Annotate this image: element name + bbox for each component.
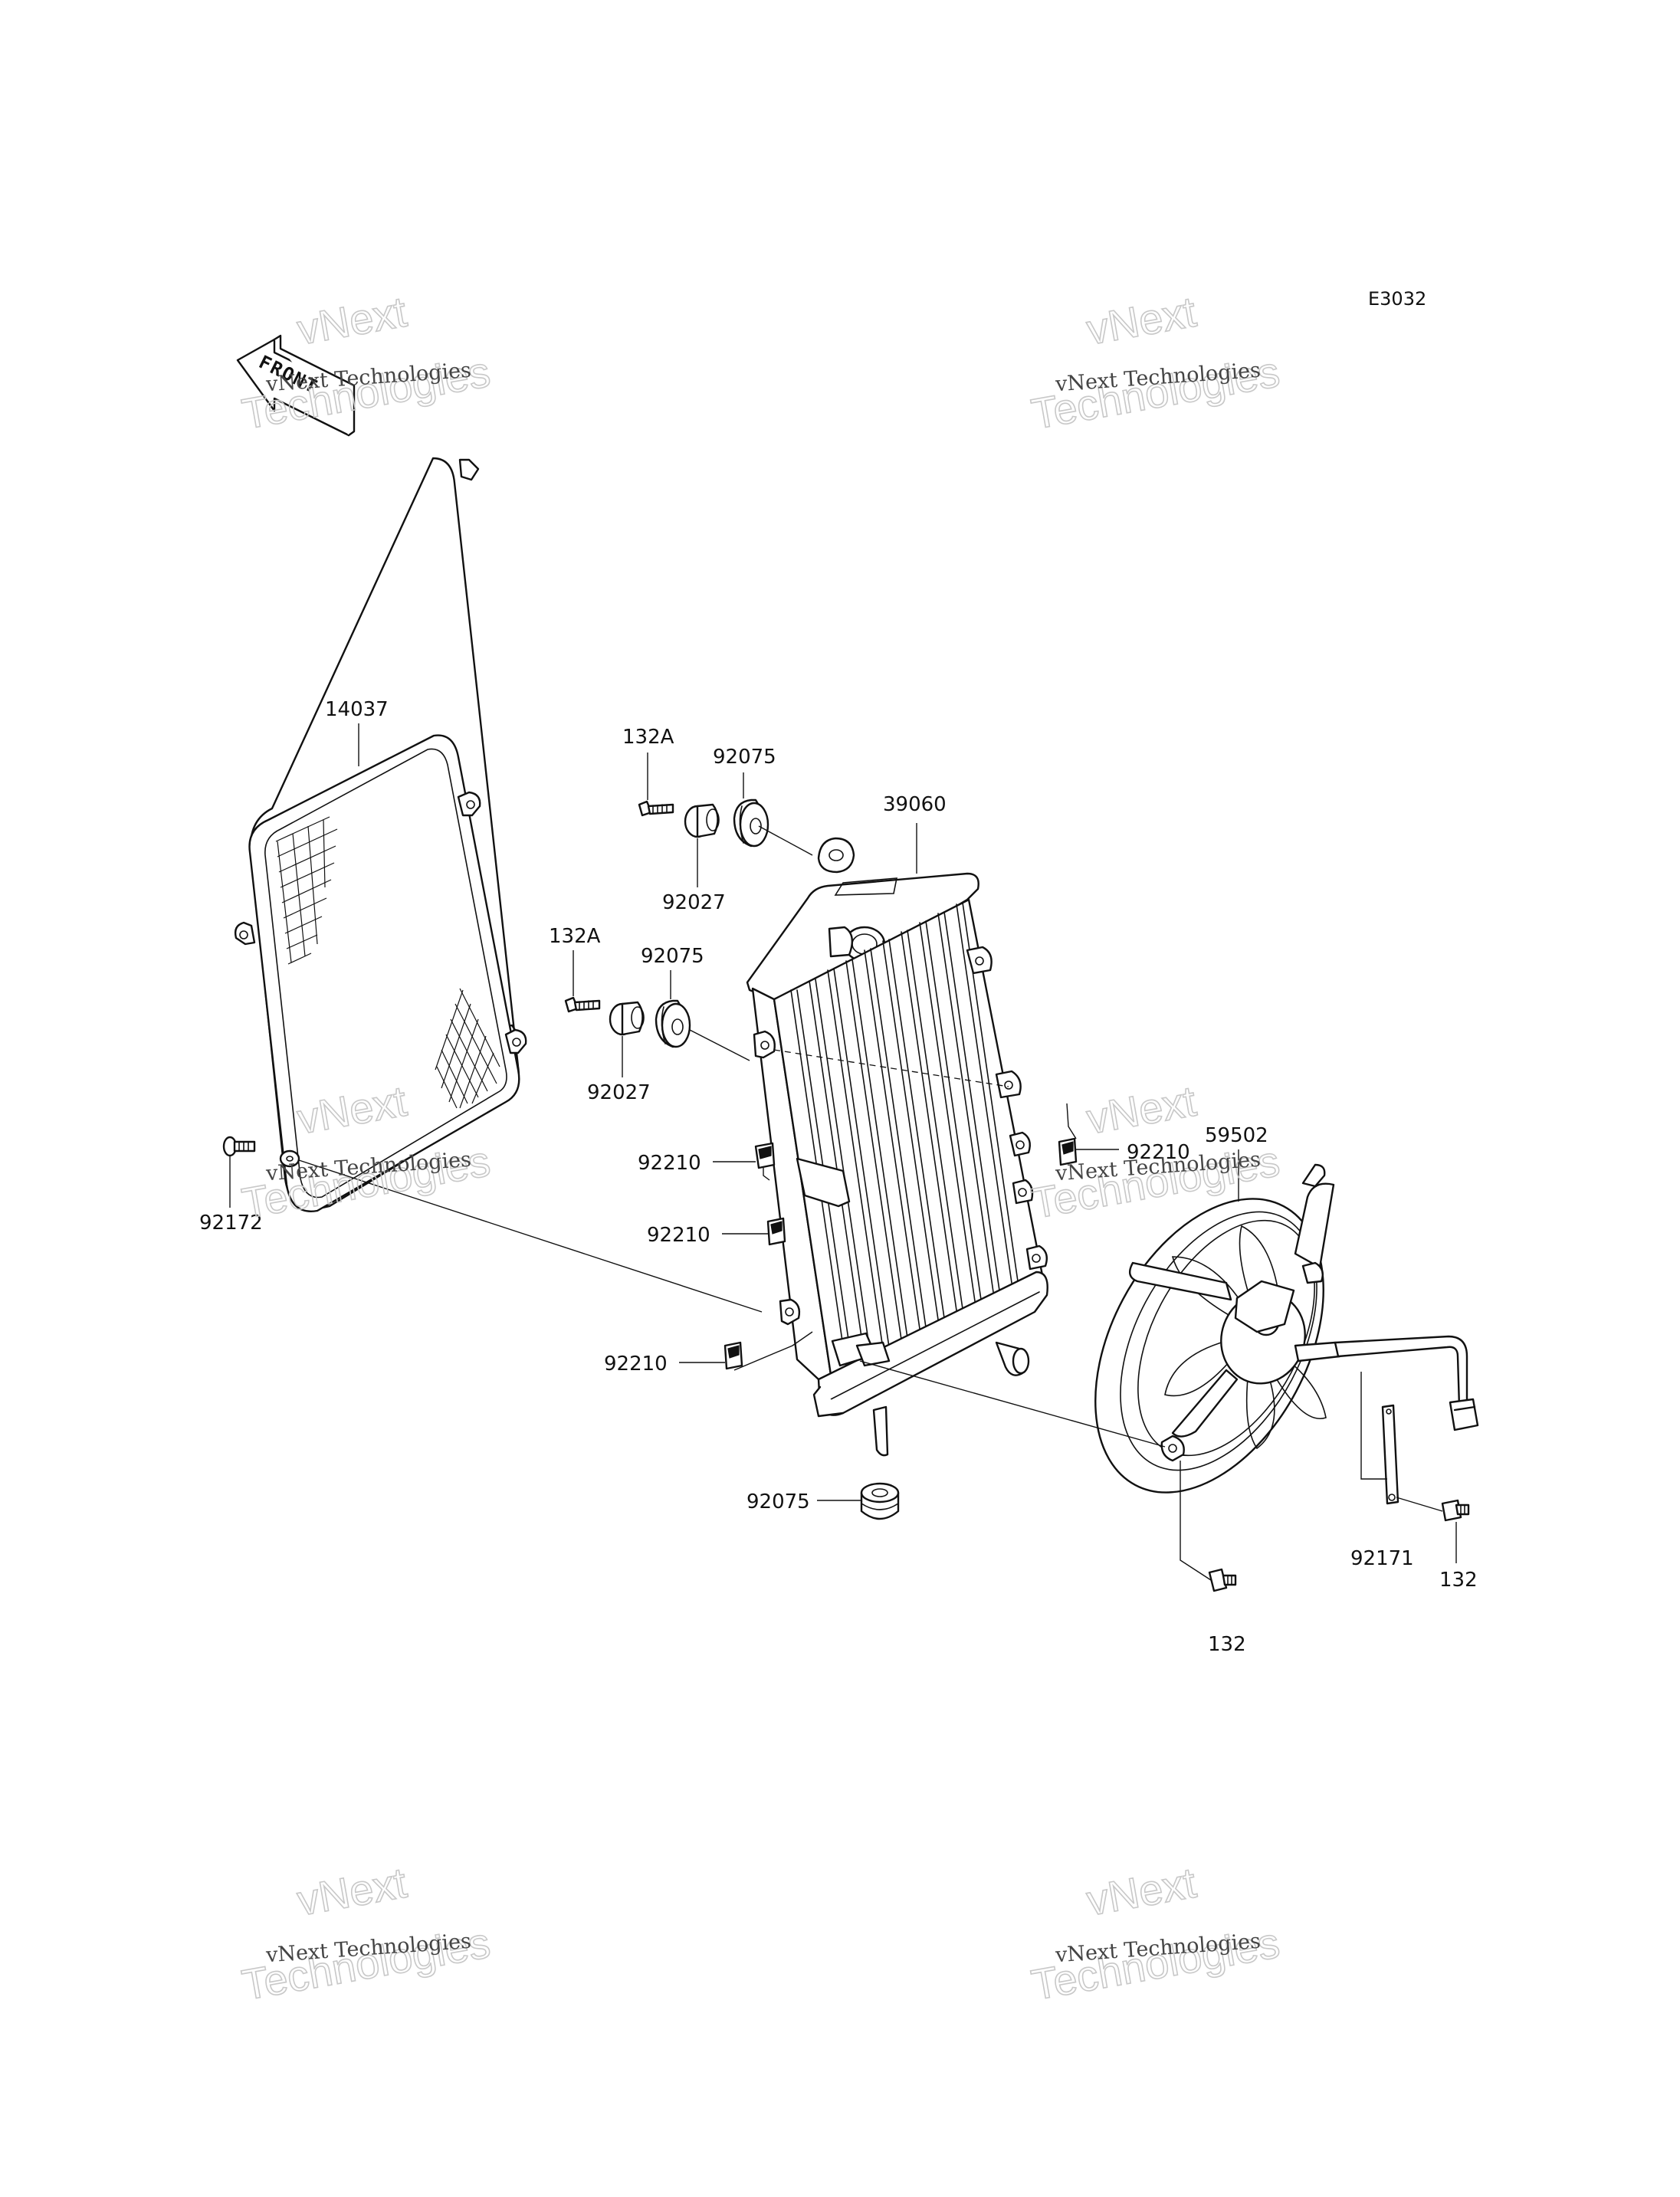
bolt-132a-upper — [638, 800, 674, 817]
radiator — [746, 837, 1048, 1457]
cooling-fan — [1094, 1163, 1479, 1494]
callout-bolt-middle: 132A — [549, 925, 601, 948]
watermark-line1: vNext — [294, 287, 410, 354]
damper-92075-bottom — [860, 1482, 900, 1520]
callout-collar-middle: 92027 — [587, 1081, 651, 1104]
callout-radiator: 39060 — [883, 793, 947, 816]
callout-labels: 14037 132A 92075 39060 92027 132A 92075 … — [199, 698, 1478, 1656]
bolt-132a-middle — [564, 996, 601, 1013]
watermark-bottom-left: vNext Technologies vNext Technologies — [238, 1858, 494, 2010]
watermark-line1: vNext — [1083, 1858, 1199, 1925]
leader-lines — [229, 723, 1457, 1581]
watermark-top-right: vNext Technologies vNext Technologies — [1027, 287, 1283, 439]
callout-nut-left-3: 92210 — [604, 1353, 668, 1376]
screen-outline — [234, 734, 527, 1212]
callout-screen: 14037 — [325, 698, 389, 721]
callout-nut-left-1: 92210 — [638, 1152, 701, 1175]
nut-92210-3 — [724, 1341, 743, 1370]
nut-92210-2 — [766, 1217, 786, 1246]
callout-clamp: 92171 — [1350, 1547, 1414, 1570]
callout-nut-left-2: 92210 — [647, 1224, 710, 1247]
callout-bolt-fan-bottom: 132 — [1208, 1633, 1246, 1656]
nut-92210-1 — [754, 1142, 776, 1169]
watermark-bottom-right: vNext Technologies vNext Technologies — [1027, 1858, 1283, 2010]
watermark-line1: vNext — [294, 1858, 410, 1925]
callout-damper-middle: 92075 — [641, 945, 704, 968]
damper-92075-middle — [655, 999, 691, 1048]
watermark-line1: vNext — [1083, 1077, 1199, 1143]
collar-92027-middle — [609, 1001, 645, 1036]
nut-92210-right — [1058, 1137, 1078, 1166]
callout-nut-right: 92210 — [1127, 1141, 1190, 1164]
screw-92172 — [222, 1136, 256, 1157]
callout-damper-bottom: 92075 — [746, 1490, 810, 1513]
clamp-92171 — [1381, 1404, 1399, 1505]
callout-bolt-fan-right: 132 — [1439, 1569, 1478, 1592]
callout-damper-upper: 92075 — [713, 746, 776, 769]
bolt-132-right — [1441, 1499, 1470, 1522]
damper-92075-upper — [733, 798, 769, 848]
watermark-line1: vNext — [1083, 287, 1199, 354]
callout-collar-upper: 92027 — [662, 891, 726, 914]
screen-grommet — [279, 1149, 300, 1168]
callout-screw-left: 92172 — [199, 1212, 263, 1235]
collar-92027-upper — [684, 803, 720, 838]
callout-fan: 59502 — [1205, 1124, 1268, 1147]
bolt-132-bottom — [1208, 1568, 1237, 1592]
diagram-code: E3032 — [1368, 288, 1426, 310]
callout-bolt-upper: 132A — [622, 726, 674, 749]
